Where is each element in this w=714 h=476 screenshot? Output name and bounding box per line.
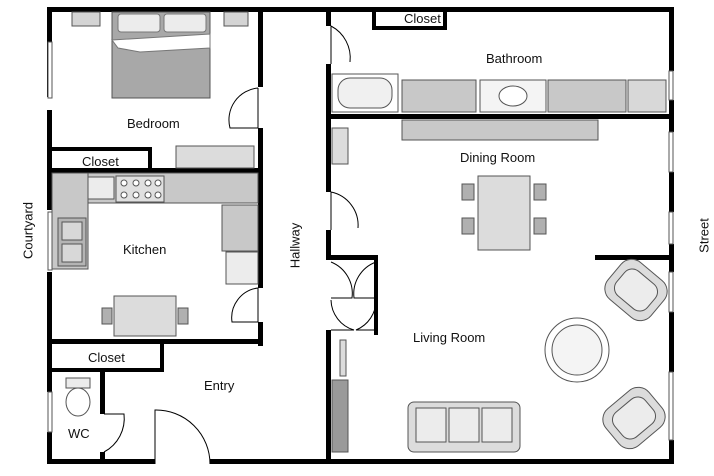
wall-left-lower bbox=[47, 272, 52, 392]
kitchen-chair-left bbox=[101, 307, 113, 325]
kitchen-table bbox=[113, 295, 177, 337]
dining-chair-1 bbox=[461, 183, 475, 201]
windows bbox=[47, 11, 674, 441]
window-wc bbox=[47, 391, 53, 433]
window-living-1 bbox=[668, 271, 674, 313]
living-furniture bbox=[331, 258, 668, 453]
dresser bbox=[175, 145, 255, 169]
bed bbox=[111, 11, 211, 99]
wall-bedroom-closet-top bbox=[52, 147, 152, 151]
wall-closet-doors-post bbox=[374, 255, 378, 335]
wall-kitchen-bottom bbox=[52, 339, 263, 344]
nightstand-right bbox=[223, 11, 249, 27]
window-bathroom bbox=[668, 70, 674, 101]
dining-table bbox=[477, 175, 531, 251]
bed-sheet bbox=[111, 33, 211, 53]
interior-walls bbox=[52, 7, 674, 464]
hall-shelf bbox=[339, 339, 347, 377]
wall-right-1 bbox=[669, 7, 674, 71]
bathroom-fixtures bbox=[331, 73, 667, 113]
wall-right-3 bbox=[669, 172, 674, 212]
fridge bbox=[225, 251, 259, 285]
wall-left-bottom bbox=[47, 432, 52, 464]
wall-bedroom-hall-upper bbox=[258, 7, 263, 87]
wall-bath-closet-right bbox=[443, 12, 447, 28]
armchair-top bbox=[604, 258, 668, 322]
wall-bedroom-closet-side bbox=[148, 147, 152, 171]
door-bedroom bbox=[228, 87, 259, 129]
sideboard bbox=[401, 119, 599, 141]
closet-label-bedroom: Closet bbox=[82, 154, 119, 169]
wall-bath-dining bbox=[326, 114, 674, 119]
kitchen-fixtures bbox=[51, 172, 259, 337]
room-label-entry: Entry bbox=[204, 378, 235, 393]
washer bbox=[627, 79, 667, 113]
toilet bbox=[65, 377, 91, 417]
counter-gap bbox=[87, 176, 115, 200]
dining-chair-3 bbox=[533, 183, 547, 201]
wall-bottom-right bbox=[210, 459, 674, 464]
wall-kitchen-hall-bottom bbox=[258, 322, 263, 346]
room-label-kitchen: Kitchen bbox=[123, 242, 167, 257]
room-label-dining-room: Dining Room bbox=[460, 150, 536, 165]
wall-bath-closet-bottom bbox=[372, 26, 447, 30]
wall-left-middle bbox=[47, 110, 52, 210]
room-label-wc: WC bbox=[68, 426, 90, 441]
room-label-living-room: Living Room bbox=[413, 330, 486, 345]
room-label-bedroom: Bedroom bbox=[127, 116, 180, 131]
kitchen-chair-right bbox=[177, 307, 189, 325]
armchair-bottom bbox=[602, 386, 666, 450]
room-label-hallway: Hallway bbox=[287, 222, 303, 269]
door-kitchen bbox=[231, 287, 259, 323]
wall-bedroom-hall-lower bbox=[258, 128, 263, 288]
counter-right bbox=[221, 204, 259, 252]
wall-bath-closet-left bbox=[372, 12, 376, 28]
wall-right-6 bbox=[669, 440, 674, 464]
wall-wc-lower bbox=[100, 452, 105, 464]
dining-furniture bbox=[331, 119, 599, 251]
closet-label-bathroom: Closet bbox=[404, 11, 441, 26]
wall-entry-closet-bottom bbox=[52, 368, 162, 372]
door-bathroom bbox=[330, 25, 351, 64]
window-bedroom bbox=[47, 41, 53, 99]
wall-hall-right-mid bbox=[326, 64, 331, 192]
wall-right-5 bbox=[669, 312, 674, 372]
wall-wc-upper bbox=[100, 370, 105, 414]
door-double-1 bbox=[330, 261, 377, 299]
window-living-2 bbox=[668, 371, 674, 441]
dining-chair-2 bbox=[461, 217, 475, 235]
door-wc bbox=[103, 413, 125, 453]
wall-hall-right-2 bbox=[326, 230, 331, 260]
pillow-right bbox=[163, 13, 207, 33]
closet-label-entry: Closet bbox=[88, 350, 125, 365]
hall-cabinet bbox=[331, 127, 349, 165]
wall-bedroom-kitchen bbox=[52, 168, 263, 173]
room-label-bathroom: Bathroom bbox=[486, 51, 543, 66]
wall-living-divider-left bbox=[326, 255, 378, 260]
exterior-label-street: Street bbox=[696, 218, 712, 253]
exterior-label-courtyard: Courtyard bbox=[20, 201, 36, 260]
vanity-right bbox=[547, 79, 627, 113]
door-dining bbox=[330, 191, 359, 230]
door-entry bbox=[154, 409, 211, 465]
wall-entry-closet-side bbox=[160, 342, 164, 372]
window-dining-1 bbox=[668, 131, 674, 173]
dining-chair-4 bbox=[533, 217, 547, 235]
door-double-2 bbox=[330, 299, 377, 331]
doors bbox=[103, 25, 377, 465]
wall-hall-right-bottom bbox=[326, 330, 331, 464]
wall-living-divider-right bbox=[595, 255, 674, 260]
window-kitchen bbox=[47, 211, 53, 271]
wall-hall-right-top bbox=[326, 12, 331, 26]
pillow-left bbox=[117, 13, 161, 33]
window-dining-2 bbox=[668, 211, 674, 245]
wall-top bbox=[47, 7, 674, 12]
tv-stand bbox=[331, 379, 349, 453]
vanity-left bbox=[401, 79, 477, 113]
nightstand-left bbox=[71, 11, 101, 27]
